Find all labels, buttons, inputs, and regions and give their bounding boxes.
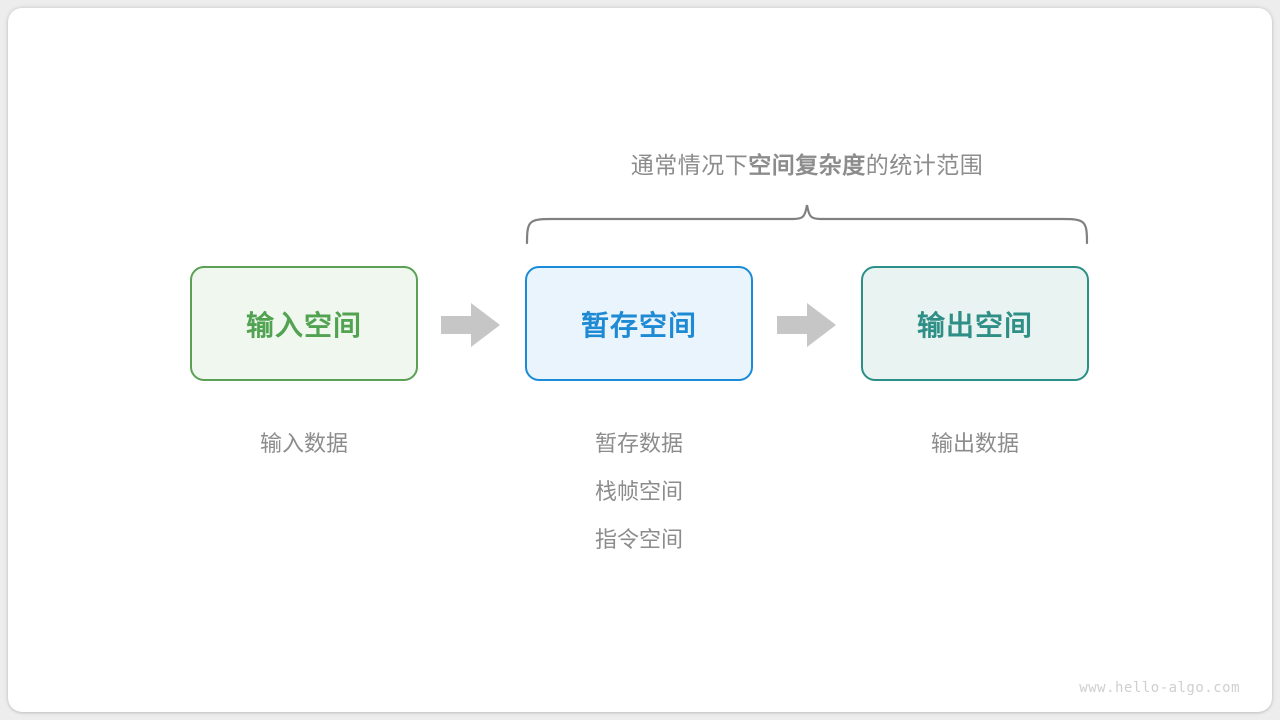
site-watermark: www.hello-algo.com xyxy=(1079,680,1240,696)
box-buffer-space[interactable]: 暂存空间 xyxy=(525,266,753,381)
right-arrow-icon-input-to-buffer xyxy=(441,303,500,347)
right-arrow-icon-buffer-to-output xyxy=(777,303,836,347)
output-column-item-1: 输出数据 xyxy=(930,431,1020,456)
box-input-space[interactable]: 输入空间 xyxy=(190,266,418,381)
box-input-space-label: 输入空间 xyxy=(245,309,362,341)
curly-brace-icon xyxy=(525,204,1089,245)
buffer-column-item-2: 栈帧空间 xyxy=(594,479,684,504)
box-output-space-label: 输出空间 xyxy=(916,309,1033,341)
caption-tail-text: 的统计范围 xyxy=(865,152,984,178)
box-buffer-space-label: 暂存空间 xyxy=(580,309,697,341)
caption-emphasis-text: 空间复杂度 xyxy=(748,152,866,178)
buffer-column-item-3: 指令空间 xyxy=(594,527,684,552)
input-column-item-1: 输入数据 xyxy=(259,431,349,456)
box-output-space[interactable]: 输出空间 xyxy=(861,266,1089,381)
caption-lead-text: 通常情况下 xyxy=(630,152,749,178)
buffer-column-item-1: 暂存数据 xyxy=(594,431,684,456)
